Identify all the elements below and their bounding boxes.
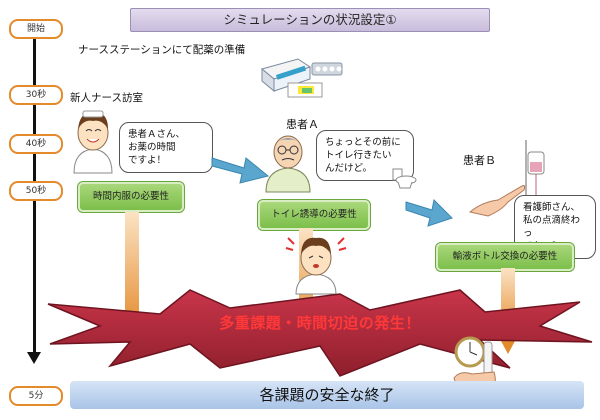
station-label: ナースステーションにて配薬の準備 <box>78 44 246 56</box>
timeline-marker-40s: 40秒 <box>9 134 63 154</box>
nurse-illustration <box>73 110 113 174</box>
patient-b-label: 患者Ｂ <box>463 154 496 167</box>
nurse-visit-label: 新人ナース訪室 <box>70 92 143 104</box>
patient-a-speech-line-2: トイレ行きたい <box>325 150 392 161</box>
patient-b-speech-line-1: 看護師さん、 <box>523 202 581 213</box>
powder-packet-icon <box>287 82 323 98</box>
medicine-box-icon <box>260 58 312 93</box>
timeline-marker-start: 開始 <box>9 19 63 39</box>
slide-title: シミュレーションの状況設定① <box>130 8 490 32</box>
pill-sheet-icon <box>311 62 343 76</box>
stressed-nurse-illustration <box>285 237 347 295</box>
patient-a-speech-line-1: ちょっとその前に <box>325 137 401 148</box>
flow-arrow-2 <box>405 198 453 227</box>
hand-icon <box>468 185 526 217</box>
task-box-toilet-guidance: トイレ誘導の必要性 <box>257 199 371 231</box>
nurse-speech-line-2: お薬の時間 <box>128 142 176 153</box>
timeline-arrowhead <box>27 352 41 364</box>
alert-text: 多重課題・時間切迫の発生！ <box>219 314 421 332</box>
nurse-speech-line-3: ですよ！ <box>128 155 167 166</box>
nurse-speech-bubble: 患者Ａさん、 お薬の時間 ですよ！ <box>119 122 213 173</box>
patient-a-label: 患者Ａ <box>286 118 319 131</box>
medicine-illustration <box>260 58 343 98</box>
toilet-icon <box>392 168 417 189</box>
timeline-marker-30s: 30秒 <box>9 85 63 105</box>
patient-a-illustration <box>265 135 311 193</box>
task-box-oral-medicine: 時間内服の必要性 <box>77 181 185 213</box>
final-outcome-bar: 各課題の安全な終了 <box>70 381 584 409</box>
timeline-marker-50s: 50秒 <box>9 181 63 201</box>
patient-b-speech-line-2: 私の点滴終わっ <box>523 215 581 239</box>
timeline-marker-5min: 5分 <box>9 386 63 406</box>
alert-banner-shape <box>47 289 593 377</box>
patient-a-speech-line-3: んだけど。 <box>325 163 373 174</box>
flow-arrow-1 <box>211 157 270 184</box>
nurse-speech-line-1: 患者Ａさん、 <box>128 129 186 140</box>
stress-marks-icon <box>285 237 347 251</box>
patient-b-illustration <box>468 140 545 218</box>
